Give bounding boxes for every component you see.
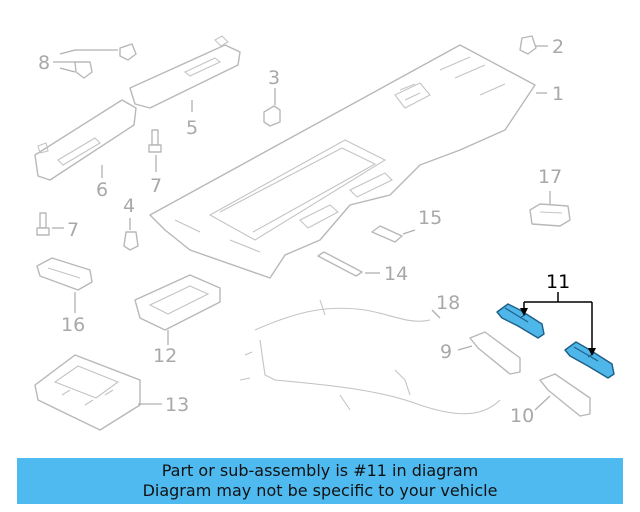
callout-14: 14 <box>384 263 408 285</box>
callout-16: 16 <box>61 314 85 336</box>
module-part-17 <box>529 203 571 227</box>
sun-visor-part-6 <box>34 99 137 181</box>
callout-10: 10 <box>510 405 534 427</box>
callout-12: 12 <box>153 345 177 367</box>
callout-6: 6 <box>96 179 108 201</box>
clip-part-2 <box>519 35 537 55</box>
console-assembly-part-13 <box>34 354 141 431</box>
lamp-part-16 <box>36 257 93 291</box>
bracket-part-11-right <box>564 341 615 379</box>
callout-9: 9 <box>440 341 452 363</box>
banner-line-2: Diagram may not be specific to your vehi… <box>142 481 498 500</box>
callout-15: 15 <box>418 207 442 229</box>
callout-3: 3 <box>268 67 280 89</box>
callout-8: 8 <box>38 52 50 74</box>
callout-11: 11 <box>546 271 570 293</box>
callout-2: 2 <box>552 36 564 58</box>
callout-1: 1 <box>552 83 564 105</box>
screw-part-7-upper <box>148 129 162 153</box>
grab-handle-part-10 <box>539 373 591 417</box>
bracket-part-11-left <box>496 303 545 339</box>
clip-part-4 <box>123 231 139 251</box>
leader-part-11 <box>520 292 596 356</box>
callout-17: 17 <box>538 166 562 188</box>
console-part-12 <box>134 274 221 331</box>
callout-7-lower: 7 <box>67 219 79 241</box>
grab-handle-part-9 <box>469 331 521 375</box>
leader-lines <box>52 45 551 411</box>
info-banner: Part or sub-assembly is #11 in diagram D… <box>17 458 623 504</box>
headliner-part-1 <box>149 44 536 279</box>
clip-part-8 <box>74 43 137 79</box>
strip-part-14 <box>317 251 363 277</box>
sun-visor-part-5 <box>129 35 241 109</box>
callout-13: 13 <box>165 394 189 416</box>
switch-part-15 <box>371 225 403 243</box>
screw-part-7-lower <box>36 212 50 236</box>
bracket-part-3 <box>263 105 281 127</box>
callout-4: 4 <box>123 195 135 217</box>
wiring-harness-part-18 <box>239 299 501 415</box>
callout-18: 18 <box>436 292 460 314</box>
callout-7-upper: 7 <box>150 175 162 197</box>
callout-5: 5 <box>186 117 198 139</box>
banner-line-1: Part or sub-assembly is #11 in diagram <box>161 461 479 480</box>
